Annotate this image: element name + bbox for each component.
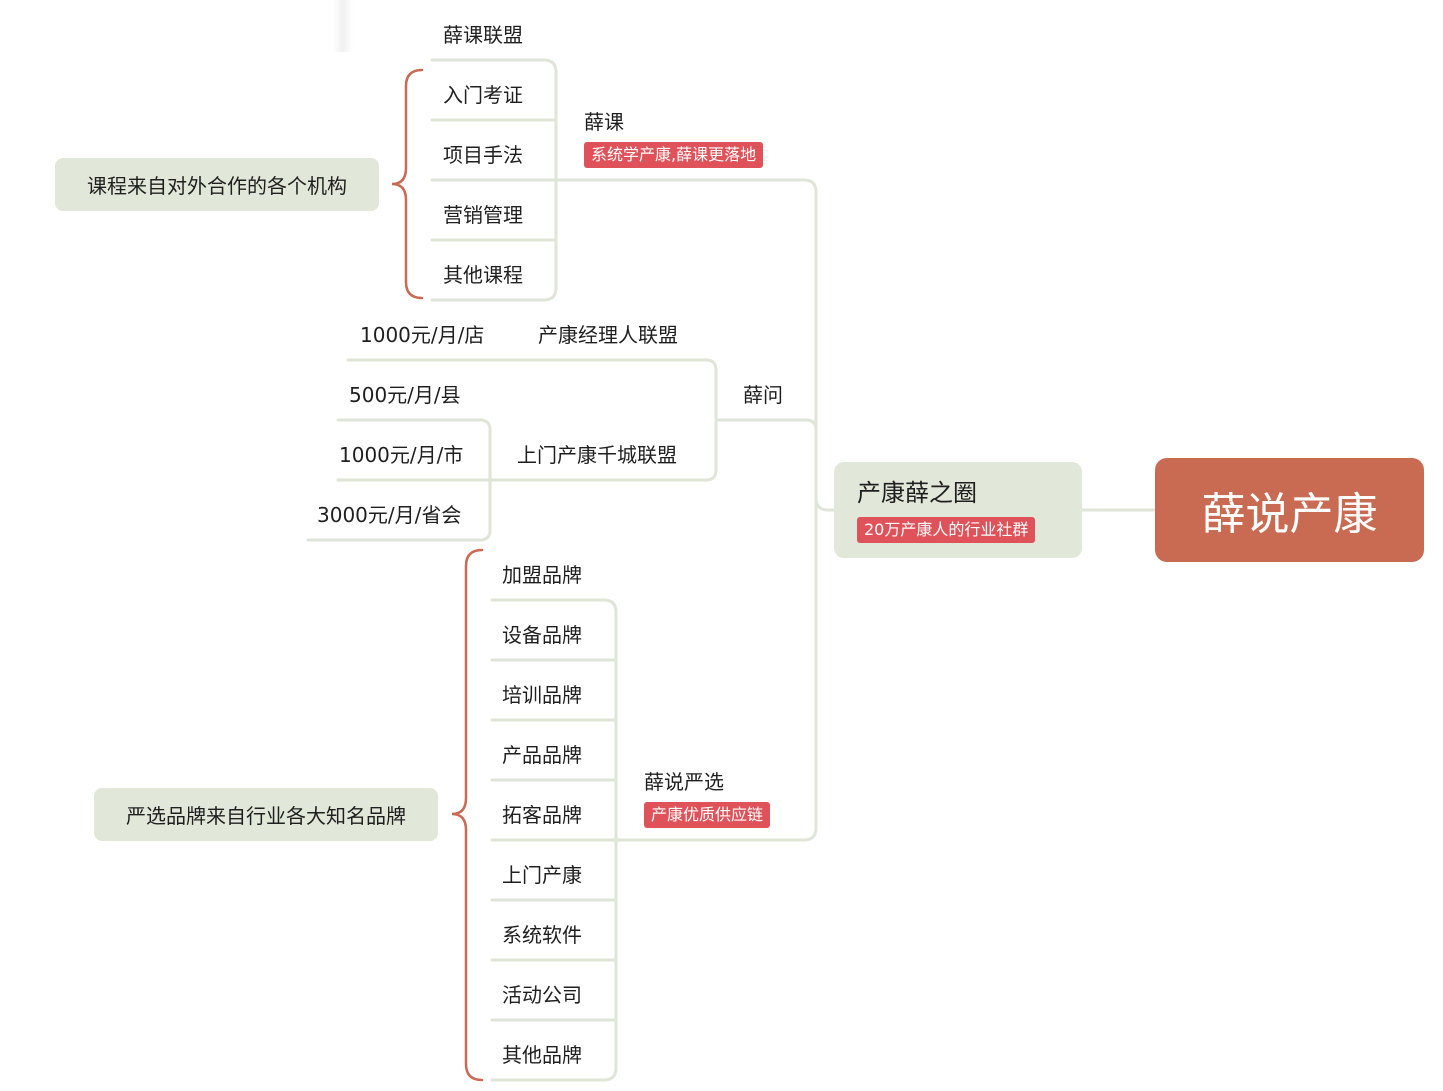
xueshuo-child[interactable]: 活动公司: [502, 983, 582, 1007]
center-topic[interactable]: 产康薛之圈 20万产康人的行业社群: [834, 462, 1082, 558]
xueshuo-child[interactable]: 系统软件: [502, 923, 582, 947]
xueke-child[interactable]: 营销管理: [443, 203, 523, 227]
xueshuo-child[interactable]: 拓客品牌: [502, 803, 582, 827]
branch-xueke-badge: 系统学产康,薛课更落地: [584, 142, 764, 168]
link-xueshuo: [614, 496, 818, 842]
manager-alliance[interactable]: 产康经理人联盟: [538, 323, 678, 347]
xueke-child[interactable]: 入门考证: [443, 83, 523, 107]
link-xuewen: [716, 418, 818, 432]
xueshuo-child[interactable]: 培训品牌: [502, 683, 582, 707]
xueke-child[interactable]: 其他课程: [443, 263, 523, 287]
xueshuo-child[interactable]: 设备品牌: [502, 623, 582, 647]
center-topic-badge: 20万产康人的行业社群: [857, 517, 1036, 543]
link-xuewen-children: [346, 358, 718, 482]
xueshuo-child[interactable]: 加盟品牌: [502, 563, 582, 587]
xueke-child[interactable]: 项目手法: [443, 143, 523, 167]
summary-bracket-xueshuo: [451, 548, 484, 1082]
root-topic[interactable]: 薛说产康: [1155, 458, 1424, 562]
summary-xueke[interactable]: 课程来自对外合作的各个机构: [55, 158, 379, 211]
summary-bracket-xueke: [391, 68, 424, 300]
xueshuo-child[interactable]: 其他品牌: [502, 1043, 582, 1067]
decorative-shadow: [333, 0, 353, 52]
branch-xueshuo-badge: 产康优质供应链: [644, 802, 771, 828]
city-alliance-price[interactable]: 3000元/月/省会: [317, 503, 462, 527]
xueke-child[interactable]: 薛课联盟: [443, 23, 523, 47]
center-topic-title: 产康薛之圈: [857, 479, 977, 507]
xueshuo-child[interactable]: 上门产康: [502, 863, 582, 887]
link-xueke: [554, 178, 836, 512]
xueshuo-child[interactable]: 产品品牌: [502, 743, 582, 767]
city-alliance[interactable]: 上门产康千城联盟: [517, 443, 677, 467]
summary-xueshuo[interactable]: 严选品牌来自行业各大知名品牌: [94, 788, 438, 841]
branch-xuewen[interactable]: 薛问: [743, 383, 783, 407]
branch-xueshuo[interactable]: 薛说严选: [644, 770, 724, 794]
city-alliance-price[interactable]: 500元/月/县: [349, 383, 461, 407]
manager-alliance-price[interactable]: 1000元/月/店: [360, 323, 485, 347]
branch-xueke[interactable]: 薛课: [584, 110, 624, 134]
city-alliance-price[interactable]: 1000元/月/市: [339, 443, 464, 467]
